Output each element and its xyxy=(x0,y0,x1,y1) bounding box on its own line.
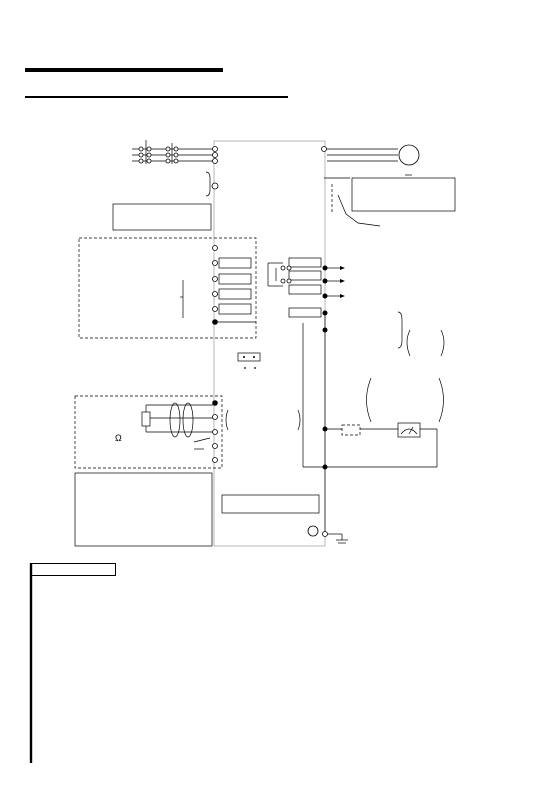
inverter-frame xyxy=(213,140,326,547)
ground-terminal xyxy=(307,525,348,544)
point-label-box xyxy=(30,563,116,576)
heading-rule-thick xyxy=(25,68,223,72)
motor-output xyxy=(321,144,420,176)
power-supply-lines xyxy=(132,140,218,164)
input-signal-frame xyxy=(78,237,257,339)
input-terminals xyxy=(212,257,256,325)
communication-frame xyxy=(74,472,213,547)
potentiometer xyxy=(141,411,151,427)
switch-symbol xyxy=(237,352,261,369)
heading-rule-thin xyxy=(25,96,288,98)
meter-output xyxy=(302,323,438,468)
meter-symbol xyxy=(397,422,421,438)
label-box-left xyxy=(112,203,212,231)
relay-outputs xyxy=(267,257,345,318)
analog-input-frame xyxy=(74,395,223,469)
label-box-right xyxy=(351,177,456,212)
analog-terminals: Ω xyxy=(115,400,218,463)
ohm-symbol: Ω xyxy=(115,433,122,443)
motor-symbol xyxy=(398,144,420,166)
label-box-bottom xyxy=(221,494,320,514)
